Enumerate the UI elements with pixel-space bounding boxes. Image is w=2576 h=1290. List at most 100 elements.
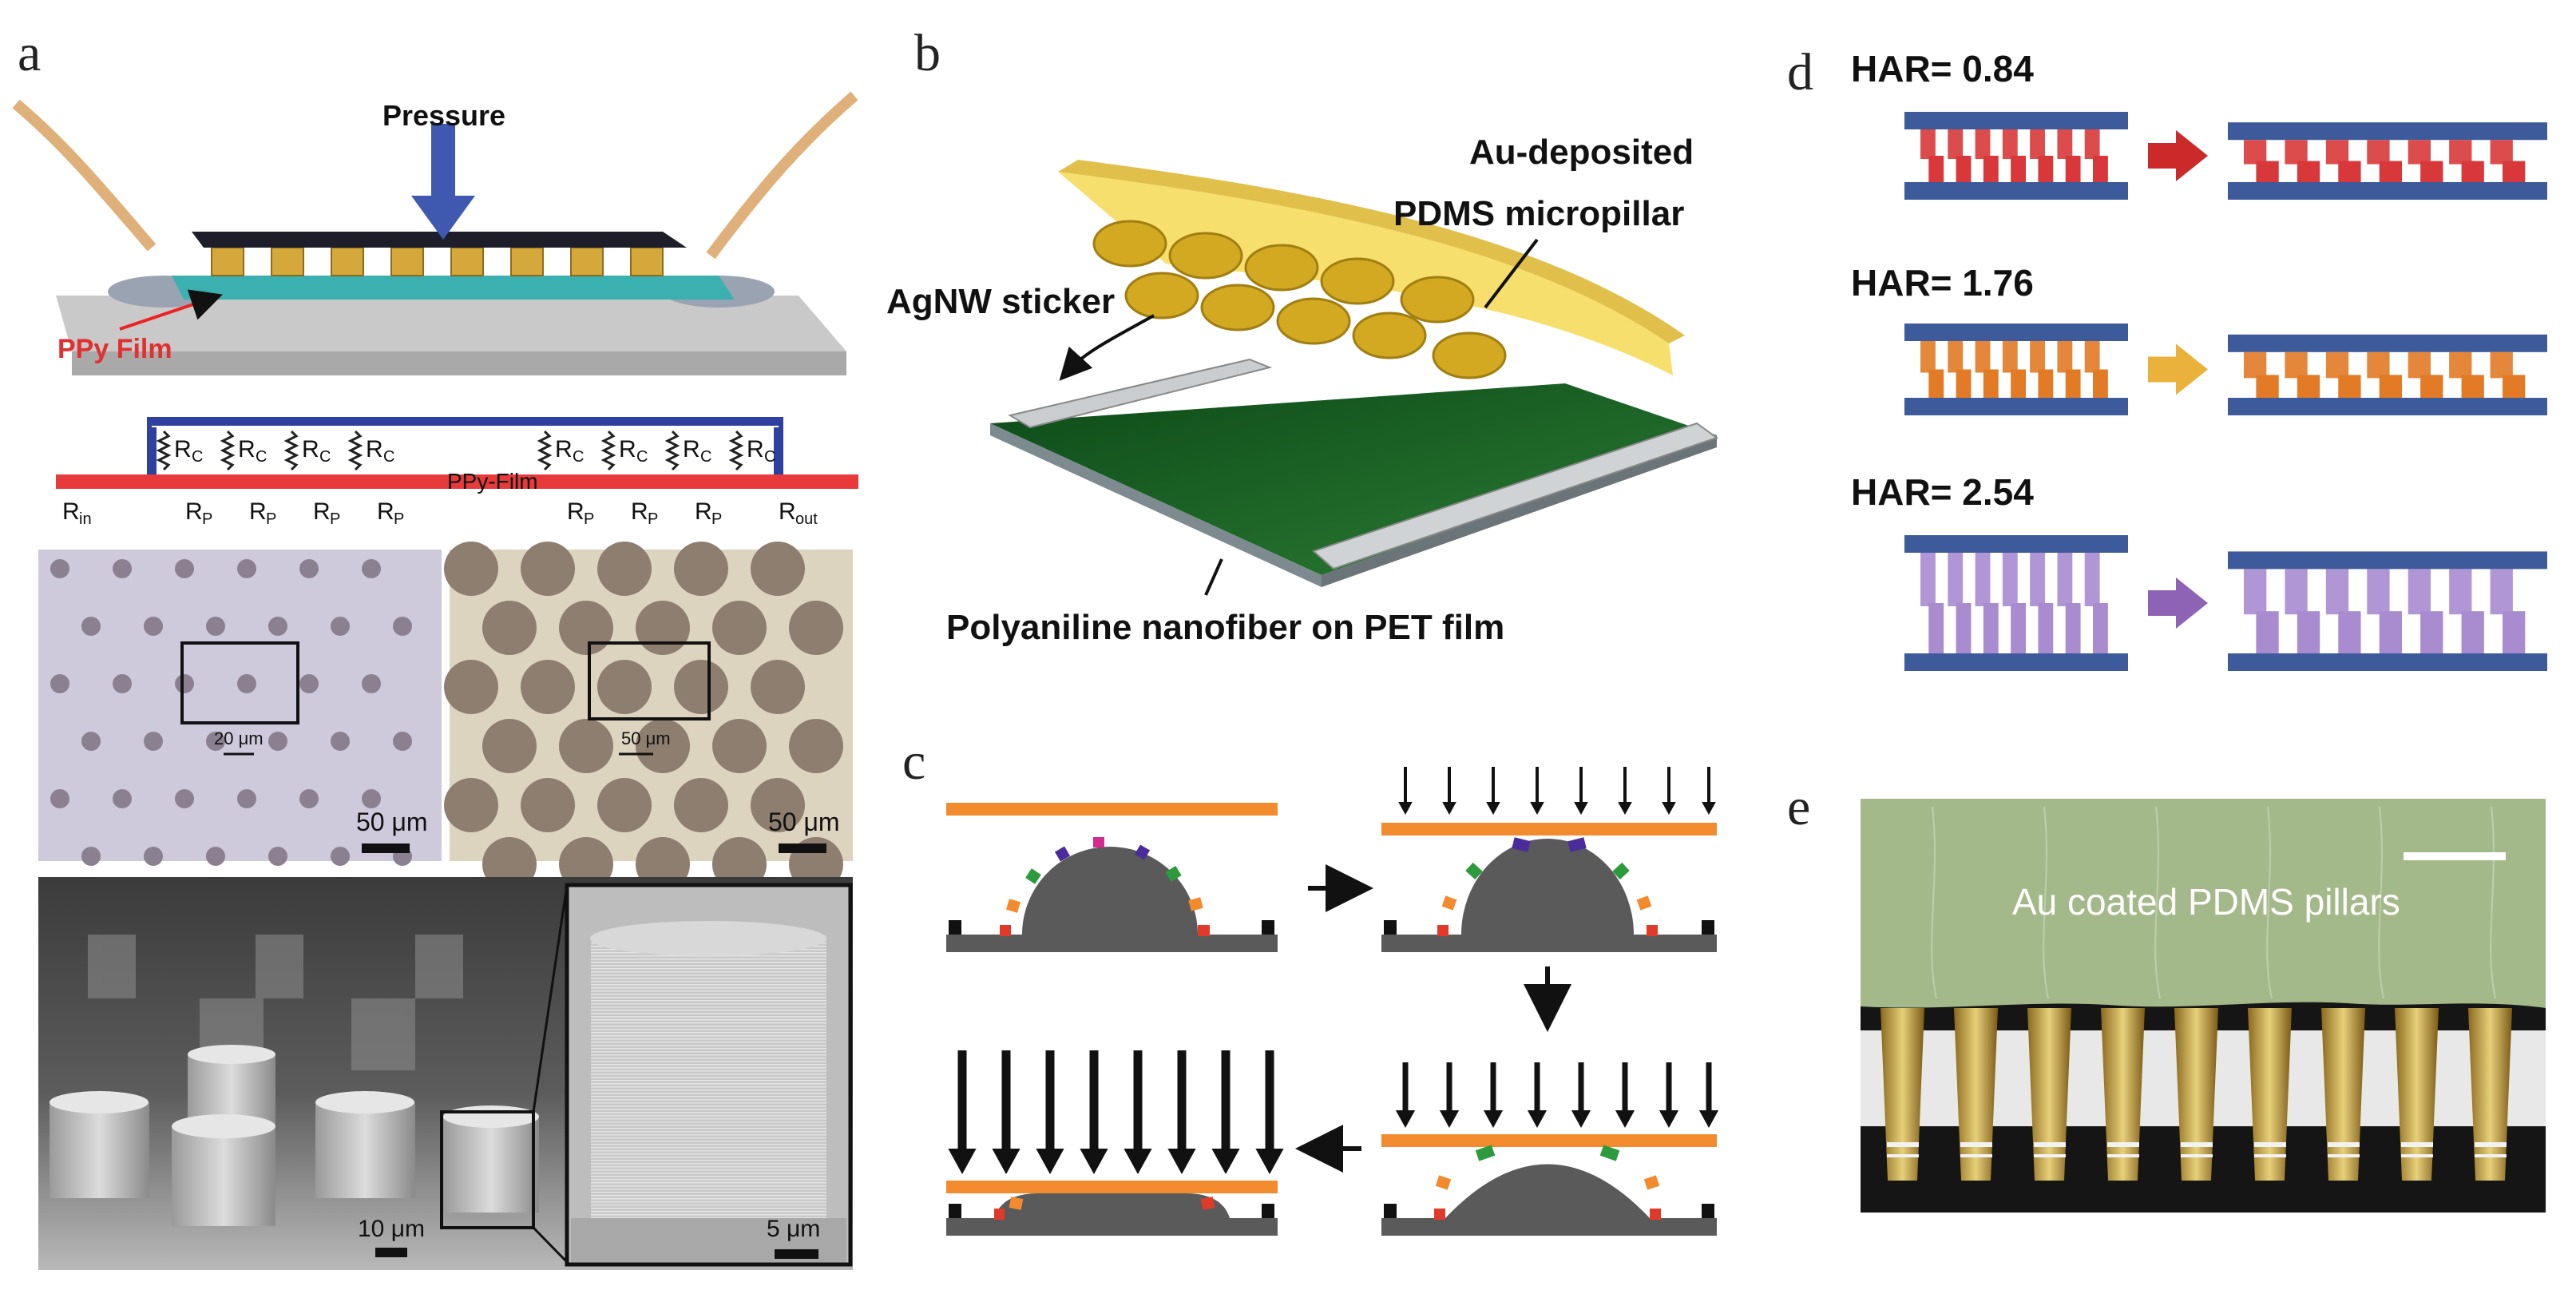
har-stack [2228,122,2547,200]
gold-pillar [2027,1008,2071,1181]
pressure-arrow-head [1036,1149,1064,1174]
micrograph-dot [175,674,194,693]
rp-label: R [377,498,394,525]
micrograph-dot [113,789,132,808]
rc-label: R [174,436,192,462]
micrograph-dot [636,719,690,773]
har-stack [1904,112,2128,200]
panel-a: a Pressure PPy Film [12,24,858,1270]
gold-pillar [2101,1008,2145,1181]
rc-label: R [619,436,636,462]
micrograph-dot [789,601,843,655]
micrograph-dot [393,617,412,636]
micrograph-dot [175,559,194,578]
pressure-arrow-head [1442,802,1456,815]
panel-d: d HAR= 0.84 HAR= 1.76 HAR= 2.54 [1787,43,2547,671]
panel-c-letter: c [902,732,925,791]
pressure-arrow-head [1080,1149,1108,1174]
inset-scale-label: 50 μm [621,728,671,748]
pressure-arrow-head [1527,1110,1548,1128]
micrograph-dot [299,559,319,578]
har-stack [2228,551,2547,671]
pressure-arrow-head [1702,802,1716,815]
pressure-arrow-head [1615,1110,1635,1128]
micrograph-dot [81,732,101,751]
pressure-arrow-head [1167,1149,1196,1174]
micrograph-dot [81,847,101,866]
micrograph-dot [50,674,69,693]
panel-e: e Au coated PDMS pillars [1787,778,2546,1213]
panel-a-letter: a [18,24,41,82]
sem-zoom-scale-label: 5 μm [767,1216,820,1242]
micrograph-dot [674,778,728,832]
scale-bar-label: 50 μm [356,808,428,836]
rc-subscript: C [636,448,648,466]
har-stack [1904,535,2128,671]
inset-scale-label: 20 μm [214,728,264,748]
har-stack [1904,323,2128,415]
rp-subscript: P [330,510,340,528]
panel-d-letter: d [1787,43,1813,101]
rp-subscript: P [711,510,722,528]
rp-label: R [313,498,331,525]
contact-step-3 [1381,1062,1719,1236]
gold-pillar [2395,1008,2439,1181]
micrograph-dot [444,542,498,596]
agnw-sticker-label: AgNW sticker [886,282,1115,321]
rc-label: R [366,436,383,462]
gold-pillar [1880,1008,1924,1181]
har-label: HAR= 2.54 [1851,471,2034,513]
rp-label: R [185,498,203,525]
rc-label: R [238,436,256,462]
micrograph-dot [597,542,652,596]
micrograph-dot [362,789,381,808]
pressure-arrow-head [1439,1110,1460,1128]
har-diagrams [1904,112,2547,671]
micrograph-dot [521,542,575,596]
micrograph-dot [206,732,225,751]
rp-label: R [631,498,648,525]
rout-subscript: out [795,510,818,528]
micrograph-dot [597,778,652,832]
pressure-arrow-head [1659,1110,1679,1128]
contact-step-1 [946,803,1278,952]
scale-bar-label: 50 μm [768,808,840,836]
rc-label: R [302,436,319,462]
gold-pillar [1954,1008,1998,1181]
rc-subscript: C [700,448,711,466]
pressure-arrow-head [1124,1149,1152,1174]
har-label: HAR= 1.76 [1851,262,2034,304]
micrograph-dot [331,847,350,866]
rc-label: R [747,436,764,462]
pressure-arrow-head [992,1149,1020,1174]
circuit-diagram: PPy-Film R R R R R R R R C C C C C C C C [56,417,858,528]
rc-subscript: C [192,448,203,466]
pressure-arrow-head [1483,1110,1504,1128]
pressure-arrow-head [1395,1110,1416,1128]
pressure-arrow-head [948,1149,977,1174]
micrograph-dot [81,617,101,636]
micrograph-dot [237,789,256,808]
pressure-label: Pressure [382,99,505,132]
pressure-arrow-head [1255,1149,1284,1174]
micrograph-dot [712,719,767,773]
rp-subscript: P [648,510,658,528]
micrograph-dot [482,719,537,773]
rc-subscript: C [573,448,584,466]
contact-step-4 [946,1050,1284,1236]
micrograph-dot [559,719,613,773]
pressure-arrow-head [1571,1110,1591,1128]
pressure-arrow-head [1398,802,1413,815]
micrograph-dot [393,732,412,751]
au-deposited-label: Au-deposited [1469,133,1694,172]
har-label: HAR= 0.84 [1851,48,2034,89]
gold-pillar [2248,1008,2292,1181]
micrograph-dot [144,617,163,636]
micrograph-dot [299,789,319,808]
rp-subscript: P [394,510,404,528]
micrograph-dot [751,660,805,714]
sem-pillars-image: 10 μm 5 μm [38,877,853,1270]
har-transition-arrow [2148,130,2208,181]
micrograph-dot [144,847,163,866]
har-transition-arrow [2148,578,2208,629]
